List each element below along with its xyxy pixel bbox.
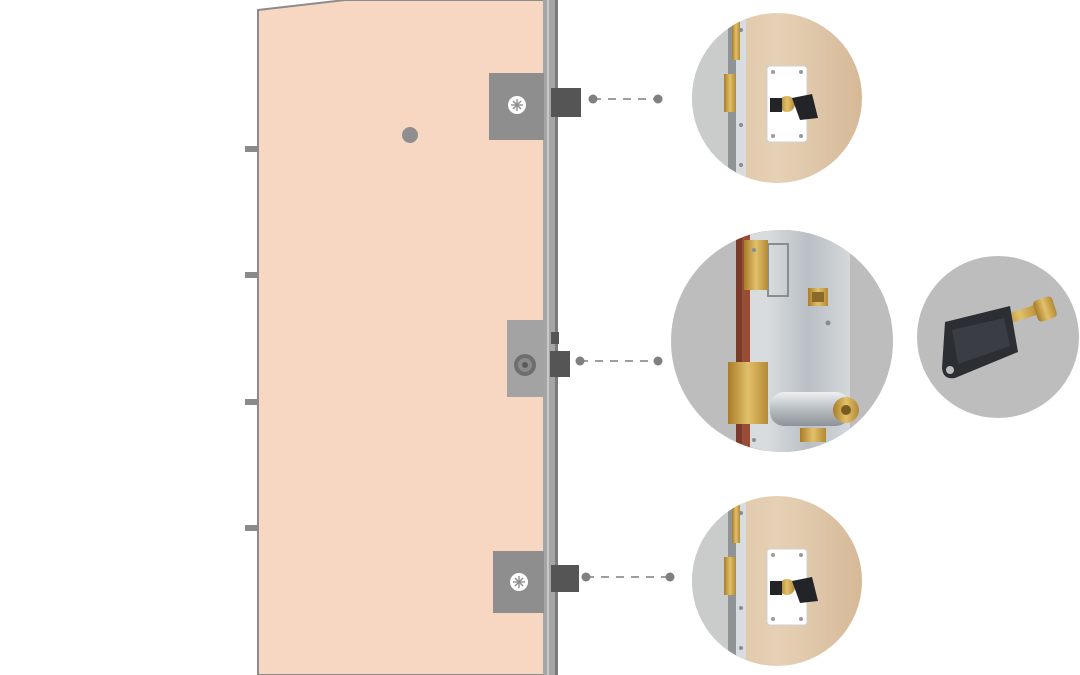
detail-view-bottom [692, 496, 862, 666]
hinge-2 [245, 272, 258, 278]
lock-bolt-top [551, 88, 581, 117]
door-frame-edge [543, 0, 556, 675]
lock-bolt-middle [550, 351, 570, 377]
detail-view-middle [671, 230, 893, 452]
detail-view-key [917, 256, 1079, 418]
hinge-1 [245, 146, 258, 152]
detail-view-top [692, 13, 862, 183]
peephole [402, 127, 418, 143]
lock-point-bottom [493, 551, 675, 613]
hinge-4 [245, 525, 258, 531]
key-icon [942, 296, 1057, 379]
lock-point-middle [507, 320, 663, 397]
hinge-3 [245, 399, 258, 405]
lock-bolt-bottom [551, 565, 579, 592]
door [245, 0, 558, 675]
lock-point-top [489, 73, 663, 140]
